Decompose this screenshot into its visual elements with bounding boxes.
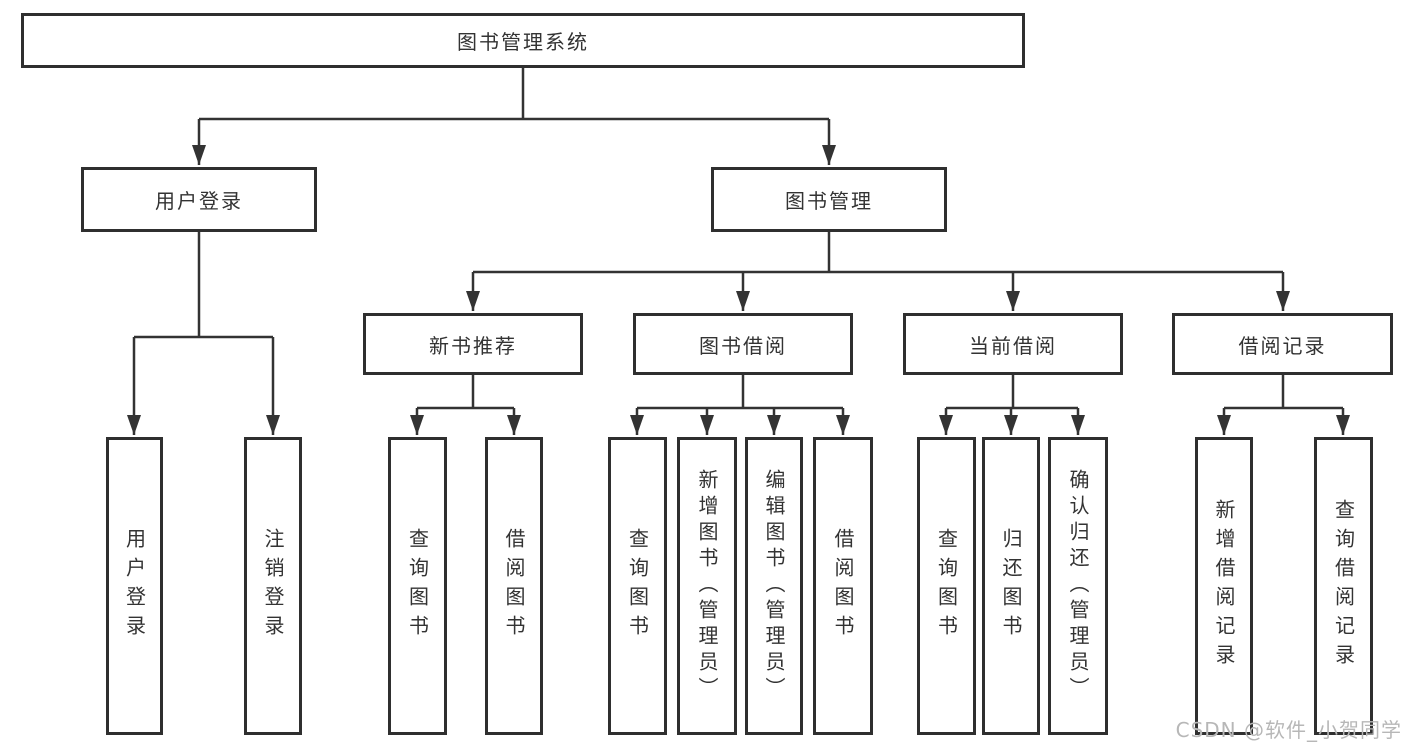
- node-user-login: 用户登录: [81, 167, 317, 232]
- leaf-user-login: 用户登录: [106, 437, 163, 735]
- trunk-borrow-records: [1224, 375, 1343, 410]
- trunk-book-borrow: [637, 375, 843, 410]
- leaf-borrow-books-1: 借阅图书: [485, 437, 543, 735]
- leaf-query-books-1: 查询图书: [388, 437, 447, 735]
- leaf-query-borrow-record: 查询借阅记录: [1314, 437, 1373, 735]
- leaf-return-book: 归还图书: [982, 437, 1040, 735]
- trunk-current-borrow: [946, 375, 1078, 410]
- trunk-root: [199, 68, 829, 121]
- leaf-logout: 注销登录: [244, 437, 302, 735]
- node-root: 图书管理系统: [21, 13, 1025, 68]
- leaf-confirm-return-admin: 确认归还（管理员）: [1048, 437, 1108, 735]
- csdn-watermark: CSDN @软件_小贺同学: [1175, 718, 1402, 742]
- trunk-user-login: [134, 232, 273, 339]
- leaf-edit-book-admin: 编辑图书（管理员）: [745, 437, 803, 735]
- leaf-add-borrow-record: 新增借阅记录: [1195, 437, 1253, 735]
- leaf-borrow-books-2: 借阅图书: [813, 437, 873, 735]
- leaf-add-book-admin: 新增图书（管理员）: [677, 437, 737, 735]
- leaf-query-books-2: 查询图书: [608, 437, 667, 735]
- leaf-query-books-3: 查询图书: [917, 437, 976, 735]
- node-borrow-records: 借阅记录: [1172, 313, 1393, 375]
- trunk-new-book-recommend: [417, 375, 514, 410]
- node-book-borrow: 图书借阅: [633, 313, 853, 375]
- node-book-management: 图书管理: [711, 167, 947, 232]
- node-new-book-recommend: 新书推荐: [363, 313, 583, 375]
- node-current-borrow: 当前借阅: [903, 313, 1123, 375]
- trunk-book-management: [473, 232, 1283, 274]
